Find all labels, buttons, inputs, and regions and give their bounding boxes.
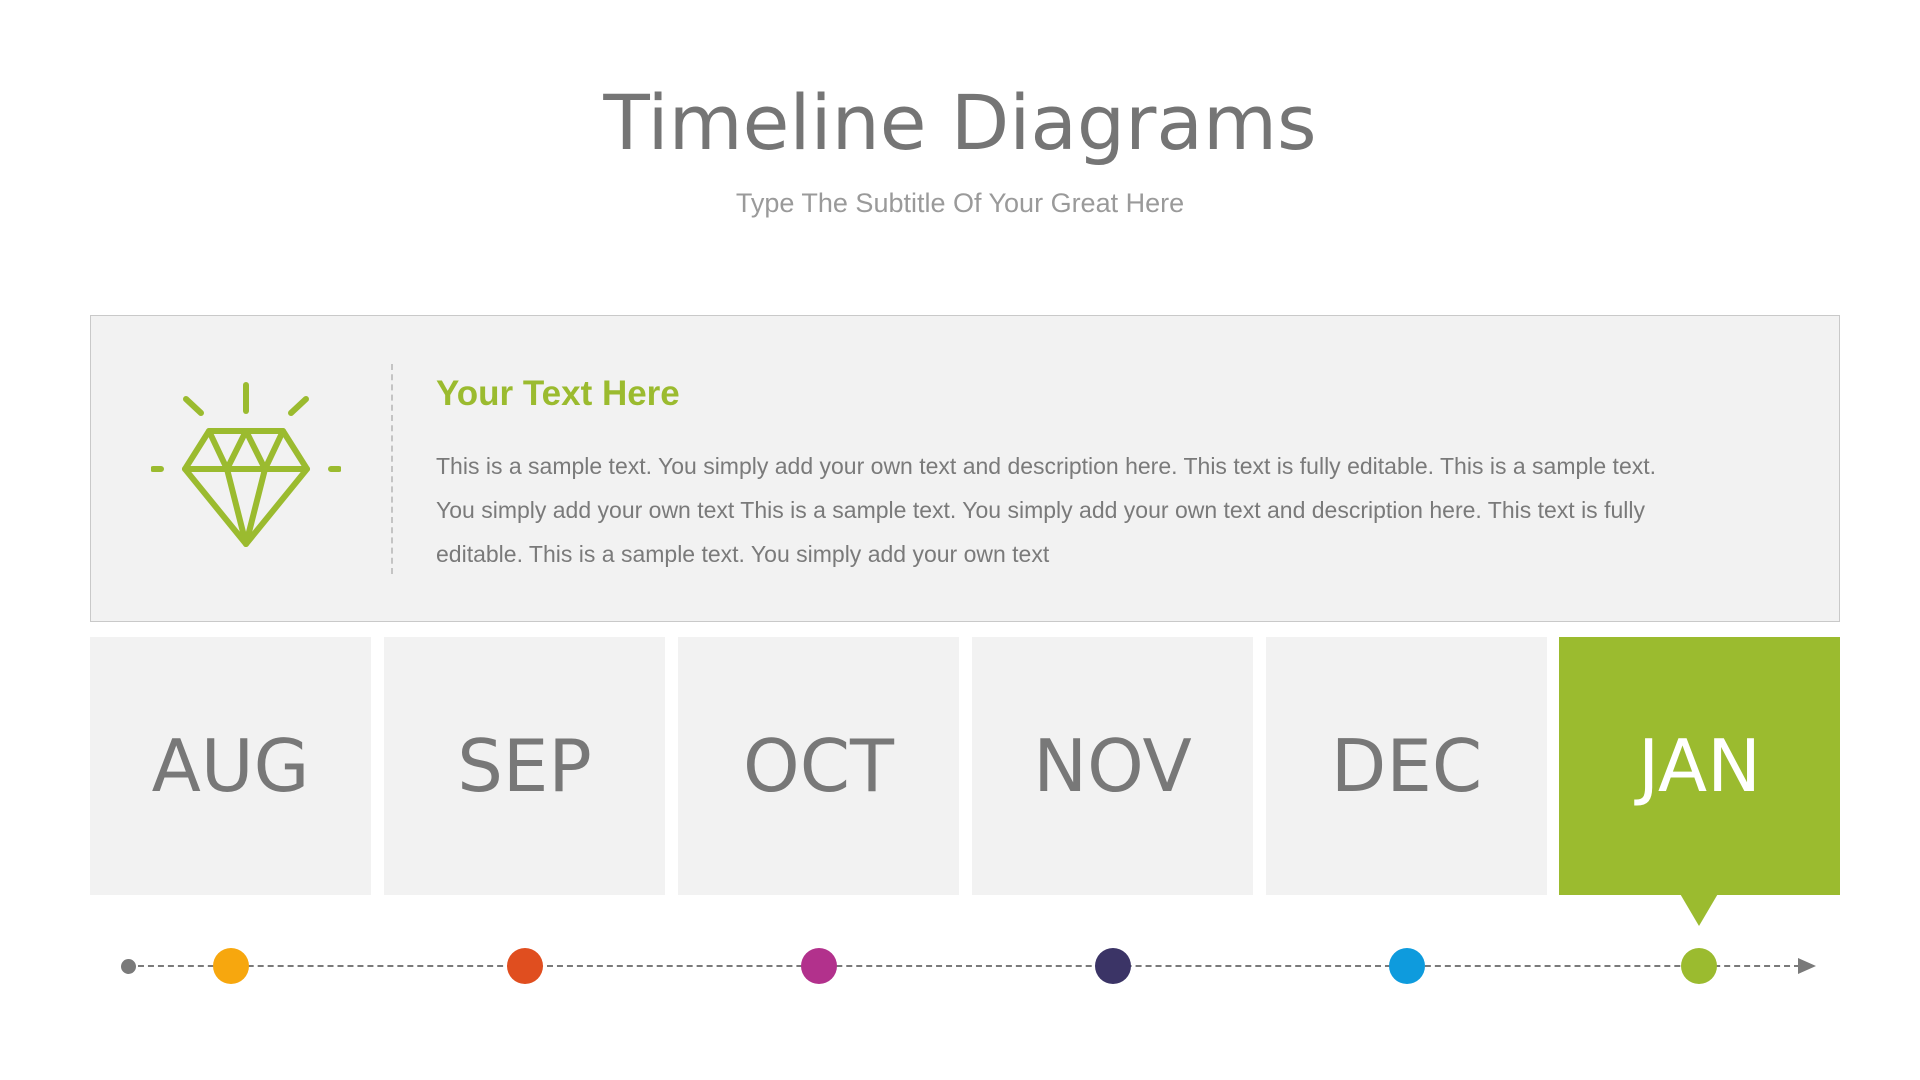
active-month-pointer — [1679, 892, 1719, 926]
timeline-dot-dec[interactable] — [1389, 948, 1425, 984]
info-divider — [391, 364, 393, 574]
timeline-axis — [0, 940, 1920, 992]
arrow-right-icon — [1798, 958, 1816, 974]
month-card-oct[interactable]: OCT — [678, 637, 959, 895]
timeline-dot-oct[interactable] — [801, 948, 837, 984]
month-card-aug[interactable]: AUG — [90, 637, 371, 895]
month-card-dec[interactable]: DEC — [1266, 637, 1547, 895]
timeline-dot-jan[interactable] — [1681, 948, 1717, 984]
info-heading: Your Text Here — [436, 374, 680, 413]
timeline-dot-nov[interactable] — [1095, 948, 1131, 984]
month-card-sep[interactable]: SEP — [384, 637, 665, 895]
timeline-dot-aug[interactable] — [213, 948, 249, 984]
month-card-jan[interactable]: JAN — [1559, 637, 1840, 895]
timeline-dot-sep[interactable] — [507, 948, 543, 984]
timeline-start-dot — [121, 959, 136, 974]
timeline-dashed-line — [128, 965, 1800, 967]
month-row: AUG SEP OCT NOV DEC JAN — [90, 637, 1840, 895]
page-subtitle: Type The Subtitle Of Your Great Here — [735, 188, 1185, 218]
diamond-icon — [151, 382, 341, 547]
info-body-text: This is a sample text. You simply add yo… — [436, 453, 1657, 567]
info-panel: Your Text Here This is a sample text. Yo… — [90, 315, 1840, 622]
month-card-nov[interactable]: NOV — [972, 637, 1253, 895]
page-title: Timeline Diagrams — [603, 78, 1317, 167]
